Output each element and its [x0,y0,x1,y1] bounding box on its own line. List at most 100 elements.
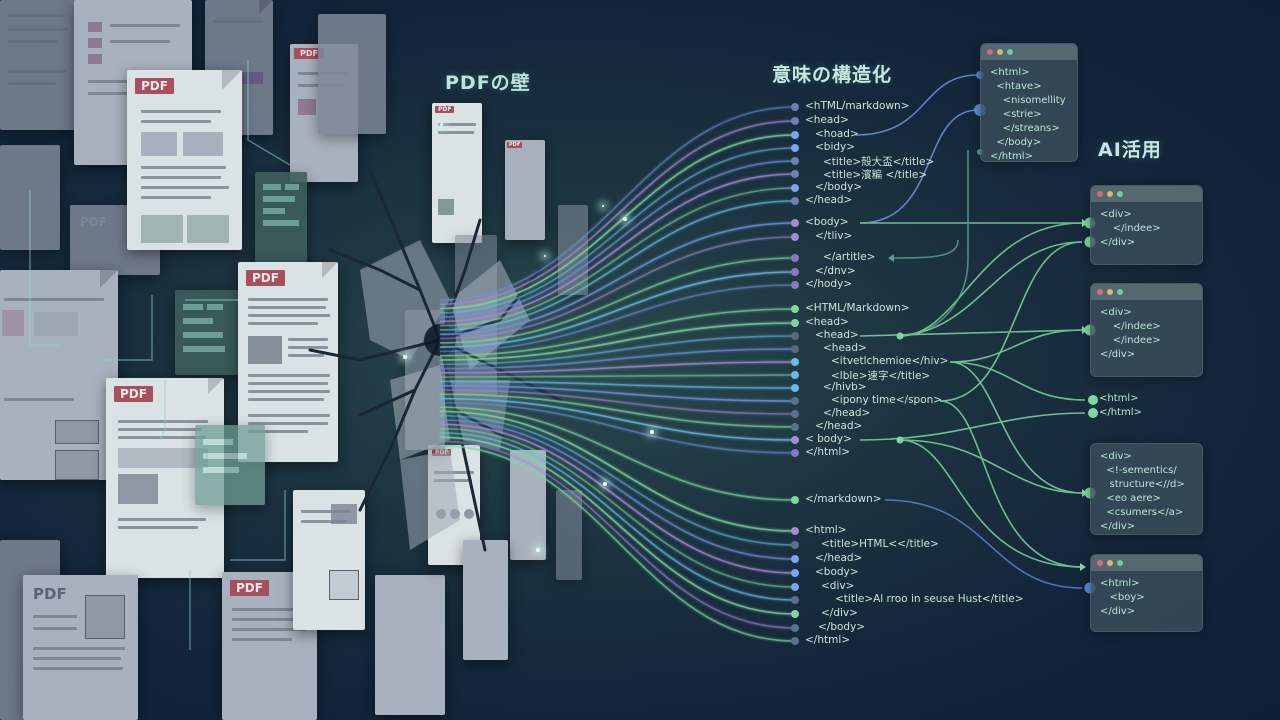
code-line: <ipony time</spon> [831,394,943,406]
code-line: <title>HTML<</title> [821,538,939,550]
window-titlebar [1091,186,1202,202]
pdf-document [0,270,118,480]
pdf-document [463,540,508,660]
stream-endpoint-dot [791,117,799,125]
code-line: </markdown> [805,493,882,505]
code-line: </html> [805,446,851,458]
panel-code-line: </body> [990,137,1042,148]
stream-endpoint-dot [791,496,799,504]
code-line: <title>Al rroo in seuse Hust</title> [835,593,1024,605]
stream-endpoint-dot [791,281,799,289]
panel-code-line: <csumers</a> [1100,507,1184,518]
code-line: <head> [805,114,849,126]
stream-endpoint-dot [791,332,799,340]
code-line: </dnv> [815,265,856,277]
code-line: <HTML/Markdown> [805,302,910,314]
maximize-dot-icon [1117,560,1123,566]
code-line: </head> [815,420,863,432]
pdf-document: PDF [505,140,545,240]
heading-ai-utilization: AI活用 [1098,139,1162,161]
code-line: <title>殻大盃</title> [823,156,935,168]
panel-code-line: </indee> [1100,223,1161,234]
pdf-document: PDF [23,575,138,720]
code-line: <body> [815,566,859,578]
stream-endpoint-dot [791,254,799,262]
stream-endpoint-dot [791,384,799,392]
maximize-dot-icon [1007,49,1013,55]
code-line: </body> [818,621,866,633]
pdf-badge: PDF [114,386,153,402]
pdf-document: PDF [432,103,482,243]
panel-code-line: </div> [1100,521,1136,532]
panel-code-line: <div> [1100,209,1132,220]
stream-endpoint-dot [791,219,799,227]
panel-code-line: <strie> [990,109,1042,120]
maximize-dot-icon [1117,289,1123,295]
panel-code-line: </indee> [1100,321,1161,332]
code-line: <title>濱糄 </title> [823,169,928,181]
code-line: <hTML/markdown> [805,100,910,112]
code-line: <body> [805,216,849,228]
stream-endpoint-dot [791,184,799,192]
stream-endpoint-dot [791,596,799,604]
code-panel-top: <html> <htave> <nisomellity <strie> </st… [980,43,1078,162]
panel-code-line: <!-sementics/ [1100,465,1177,476]
code-line: </html> [805,634,851,646]
pdf-badge: PDF [246,270,285,286]
minimize-dot-icon [1107,289,1113,295]
minimize-dot-icon [997,49,1003,55]
code-panel-semantics: <div> <!-sementics/ structure<//d> <eo a… [1090,443,1203,535]
panel-code-line: <html> [990,67,1030,78]
code-line: </div> [821,607,858,619]
sparkle [650,430,654,434]
stream-endpoint-dot [791,583,799,591]
code-line: </tliv> [815,230,853,242]
panel-code-line: </div> [1100,606,1136,617]
code-line: </head> [815,552,863,564]
stream-endpoint-dot [791,397,799,405]
pdf-badge: PDF [230,580,269,596]
pdf-badge: PDF [435,106,455,113]
stream-endpoint-dot [791,233,799,241]
pdf-document [556,490,582,580]
panel-code-line: </streans> [990,123,1060,134]
heading-pdf-wall: PDFの壁 [445,72,531,94]
panel-code-line: </html> [1099,407,1142,418]
code-panel-bottom: <html> <boy></div> [1090,554,1203,632]
stream-endpoint-dot [791,170,799,178]
minimize-dot-icon [1107,191,1113,197]
code-line: <bidy> [815,141,856,153]
stream-endpoint-dot [791,103,799,111]
code-line: <lble>速字</title> [831,370,931,382]
stream-endpoint-dot [791,410,799,418]
panel-code-line: <boy> [1100,592,1145,603]
panel-code-line: <html> [1099,393,1139,404]
code-line: <html> [805,524,847,536]
pdf-document [293,490,365,630]
pdf-document [175,290,245,375]
close-dot-icon [987,49,993,55]
code-line: <itvetlchemioe</hiv> [831,355,949,367]
panel-code-line: <div> [1100,451,1132,462]
pdf-document [0,0,78,130]
sparkle [603,482,607,486]
sparkle [602,205,604,207]
heading-semantic-structuring: 意味の構造化 [772,64,893,86]
close-dot-icon [1097,560,1103,566]
close-dot-icon [1097,191,1103,197]
panel-code-line: </indee> [1100,335,1161,346]
sparkle [440,123,443,126]
maximize-dot-icon [1117,191,1123,197]
pdf-document [318,14,386,134]
stream-endpoint-dot [791,436,799,444]
pdf-document [255,172,307,262]
code-line: </hody> [805,278,853,290]
stream-endpoint-dot [791,610,799,618]
sparkle [536,548,540,552]
pdf-label: PDF [80,215,107,229]
sparkle [623,217,627,221]
panel-code-line: </div> [1100,349,1136,360]
